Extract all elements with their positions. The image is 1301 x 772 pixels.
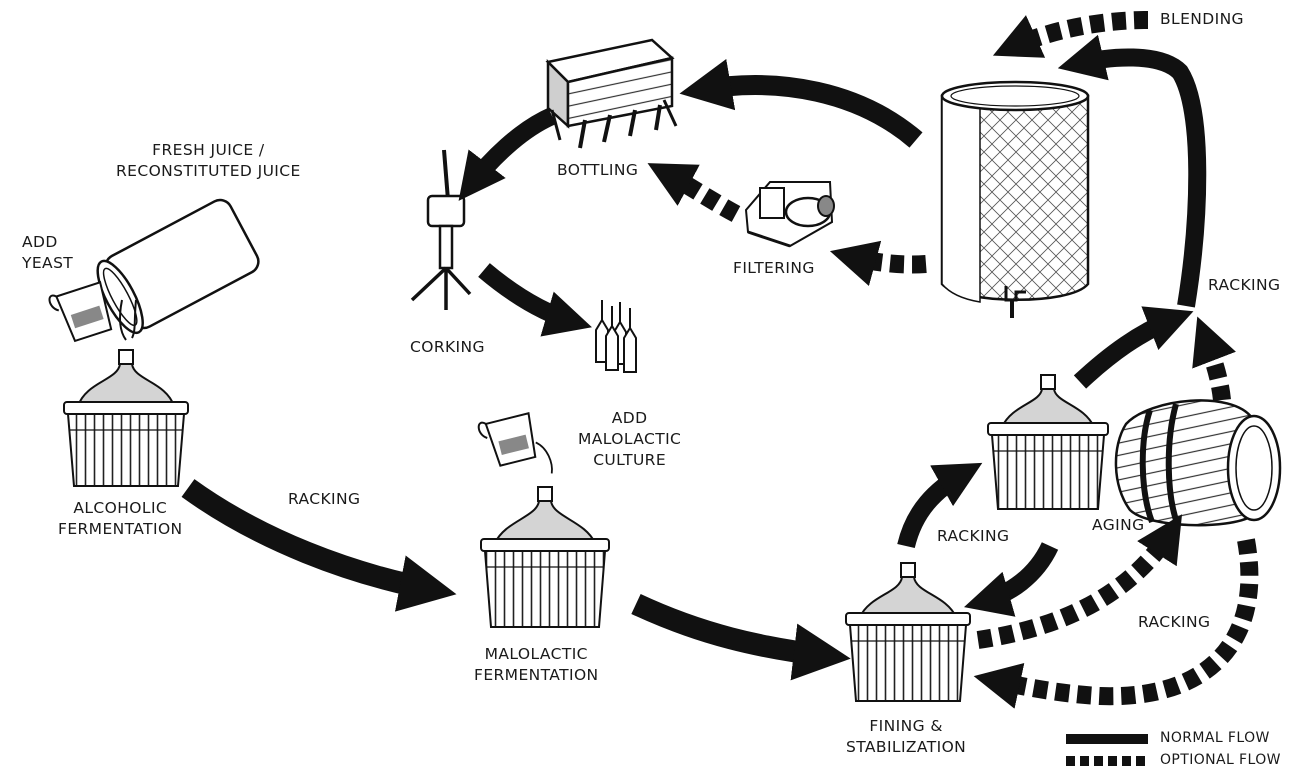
legend-normal-label: NORMAL FLOW bbox=[1160, 730, 1270, 746]
arrow-barrel-to-fining bbox=[973, 538, 1259, 709]
label-racking-bottom-right: RACKING bbox=[1138, 613, 1211, 631]
label-alcoholic-line1: ALCOHOLIC bbox=[73, 499, 168, 517]
label-add-malolactic-line1: ADD bbox=[611, 409, 648, 427]
label-fining-line2: STABILIZATION bbox=[846, 738, 967, 756]
arrow-tank-to-bottling bbox=[679, 59, 923, 148]
label-fining-stabilization: FINING & STABILIZATION bbox=[846, 716, 966, 758]
label-alcoholic-line2: FERMENTATION bbox=[58, 520, 183, 538]
carboy-aging-icon bbox=[987, 374, 1109, 510]
label-malolactic-line2: FERMENTATION bbox=[474, 666, 599, 684]
arrow-barrel-to-racking bbox=[1192, 316, 1236, 402]
optional-flow-arrows bbox=[647, 11, 1259, 709]
arrow-filtering-to-bottling bbox=[647, 163, 741, 222]
label-add-yeast-line2: YEAST bbox=[22, 254, 74, 272]
juice-bucket-icon bbox=[96, 198, 260, 341]
label-malolactic-line1: MALOLACTIC bbox=[484, 645, 588, 663]
arrow-tank-to-filtering bbox=[829, 240, 927, 286]
arrow-fining-to-barrel bbox=[976, 514, 1183, 649]
label-racking-top-right: RACKING bbox=[1208, 276, 1281, 294]
label-corking: CORKING bbox=[410, 338, 485, 356]
label-add-malolactic-line2: MALOLACTIC bbox=[578, 430, 682, 448]
normal-flow-arrows bbox=[181, 34, 1207, 681]
storage-tank-icon bbox=[940, 80, 1090, 318]
label-fresh-juice-line2: RECONSTITUTED JUICE bbox=[116, 162, 301, 180]
arrow-malolactic-to-fining bbox=[631, 594, 851, 681]
label-alcoholic-fermentation: ALCOHOLIC FERMENTATION bbox=[58, 498, 183, 540]
filter-pump-icon bbox=[744, 181, 835, 248]
corking-press-icon bbox=[410, 149, 472, 310]
carboy-alcoholic-icon bbox=[63, 349, 189, 487]
carboy-malolactic-icon bbox=[480, 486, 610, 628]
legend-optional-label: OPTIONAL FLOW bbox=[1160, 752, 1281, 768]
arrow-racking-to-tank bbox=[1057, 34, 1207, 308]
label-add-malolactic-line3: CULTURE bbox=[593, 451, 667, 469]
arrow-blending-to-tank bbox=[992, 11, 1149, 58]
label-racking-mid: RACKING bbox=[937, 527, 1010, 545]
yeast-cup-icon bbox=[48, 280, 113, 343]
label-racking-left: RACKING bbox=[288, 490, 361, 508]
arrow-aging-carboy-to-tank bbox=[1073, 306, 1194, 389]
label-fining-line1: FINING & bbox=[869, 717, 943, 735]
arrow-fining-to-aging-carboy bbox=[897, 462, 983, 549]
arrow-corking-to-bottles bbox=[478, 263, 592, 337]
label-add-yeast: ADD YEAST bbox=[22, 232, 73, 274]
label-add-yeast-line1: ADD bbox=[22, 233, 58, 251]
wine-bottles-icon bbox=[595, 300, 637, 373]
label-aging: AGING bbox=[1092, 516, 1145, 534]
carboy-fining-icon bbox=[845, 562, 971, 702]
label-add-malolactic: ADD MALOLACTIC CULTURE bbox=[578, 408, 681, 471]
oak-barrel-icon bbox=[1114, 399, 1282, 528]
label-fresh-juice: FRESH JUICE / RECONSTITUTED JUICE bbox=[116, 140, 301, 182]
malolactic-culture-cup-icon bbox=[477, 412, 553, 474]
arrow-bottling-to-corking bbox=[458, 107, 556, 201]
label-filtering: FILTERING bbox=[733, 259, 815, 277]
bottling-machine-icon bbox=[545, 38, 678, 149]
arrow-racking-to-malolactic bbox=[181, 479, 457, 612]
label-malolactic-fermentation: MALOLACTIC FERMENTATION bbox=[474, 644, 599, 686]
label-bottling: BOTTLING bbox=[557, 161, 639, 179]
arrow-aging-to-fining bbox=[964, 541, 1059, 617]
label-blending: BLENDING bbox=[1160, 10, 1244, 28]
label-fresh-juice-line1: FRESH JUICE / bbox=[152, 141, 265, 159]
